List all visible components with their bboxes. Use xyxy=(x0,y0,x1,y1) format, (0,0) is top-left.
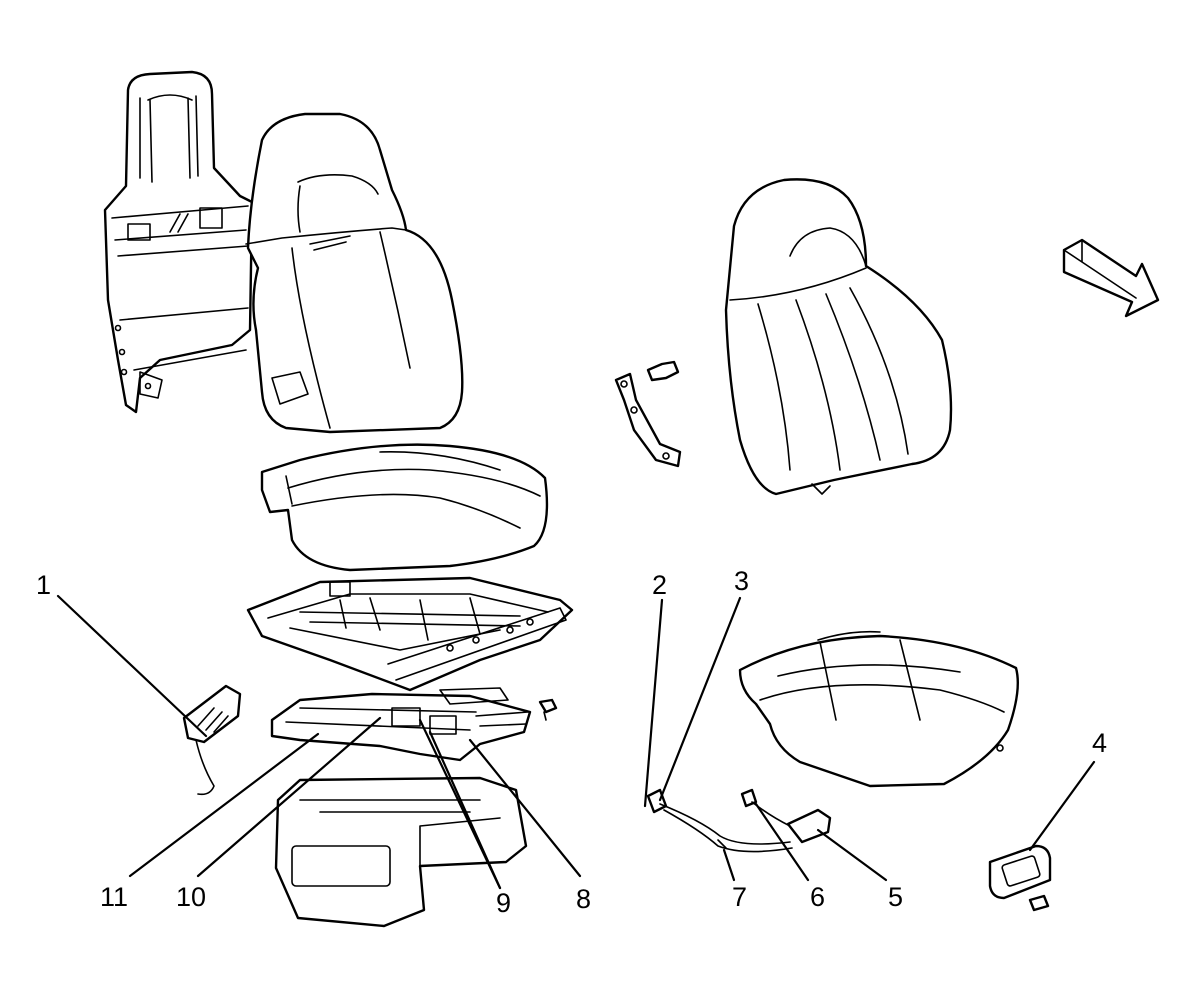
seat-base-riser xyxy=(274,776,528,928)
part-1-harness xyxy=(182,684,242,796)
seat-wiring-harness xyxy=(646,788,832,853)
callout-5: 5 xyxy=(888,882,903,912)
seat-back-cushion-right xyxy=(724,178,953,496)
bracket-bolt xyxy=(646,360,680,382)
callout-11: 11 xyxy=(100,882,128,912)
callout-6: 6 xyxy=(810,882,825,912)
seat-back-bracket xyxy=(614,372,682,468)
seat-cushion-right xyxy=(738,630,1019,788)
callout-3: 3 xyxy=(734,566,749,596)
callout-7: 7 xyxy=(732,882,747,912)
callout-10: 10 xyxy=(176,882,206,912)
mounting-bolt-center xyxy=(538,698,558,721)
callout-9: 9 xyxy=(496,888,511,918)
seat-adjuster-track xyxy=(270,687,532,762)
seat-pan-frame xyxy=(246,576,574,692)
callout-labels: 1 2 3 4 5 6 7 8 9 10 11 xyxy=(36,566,1107,918)
callout-1: 1 xyxy=(36,570,51,600)
callout-2: 2 xyxy=(652,570,667,600)
leader-lines xyxy=(56,594,1096,890)
callout-8: 8 xyxy=(576,884,591,914)
seat-back-cushion xyxy=(245,112,464,434)
vehicle-forward-arrow-icon xyxy=(1062,238,1160,318)
seat-back-frame xyxy=(103,70,254,414)
callout-4: 4 xyxy=(1092,728,1107,758)
seat-cushion-upper xyxy=(260,443,549,572)
part-4-trim-bezel xyxy=(988,844,1052,912)
